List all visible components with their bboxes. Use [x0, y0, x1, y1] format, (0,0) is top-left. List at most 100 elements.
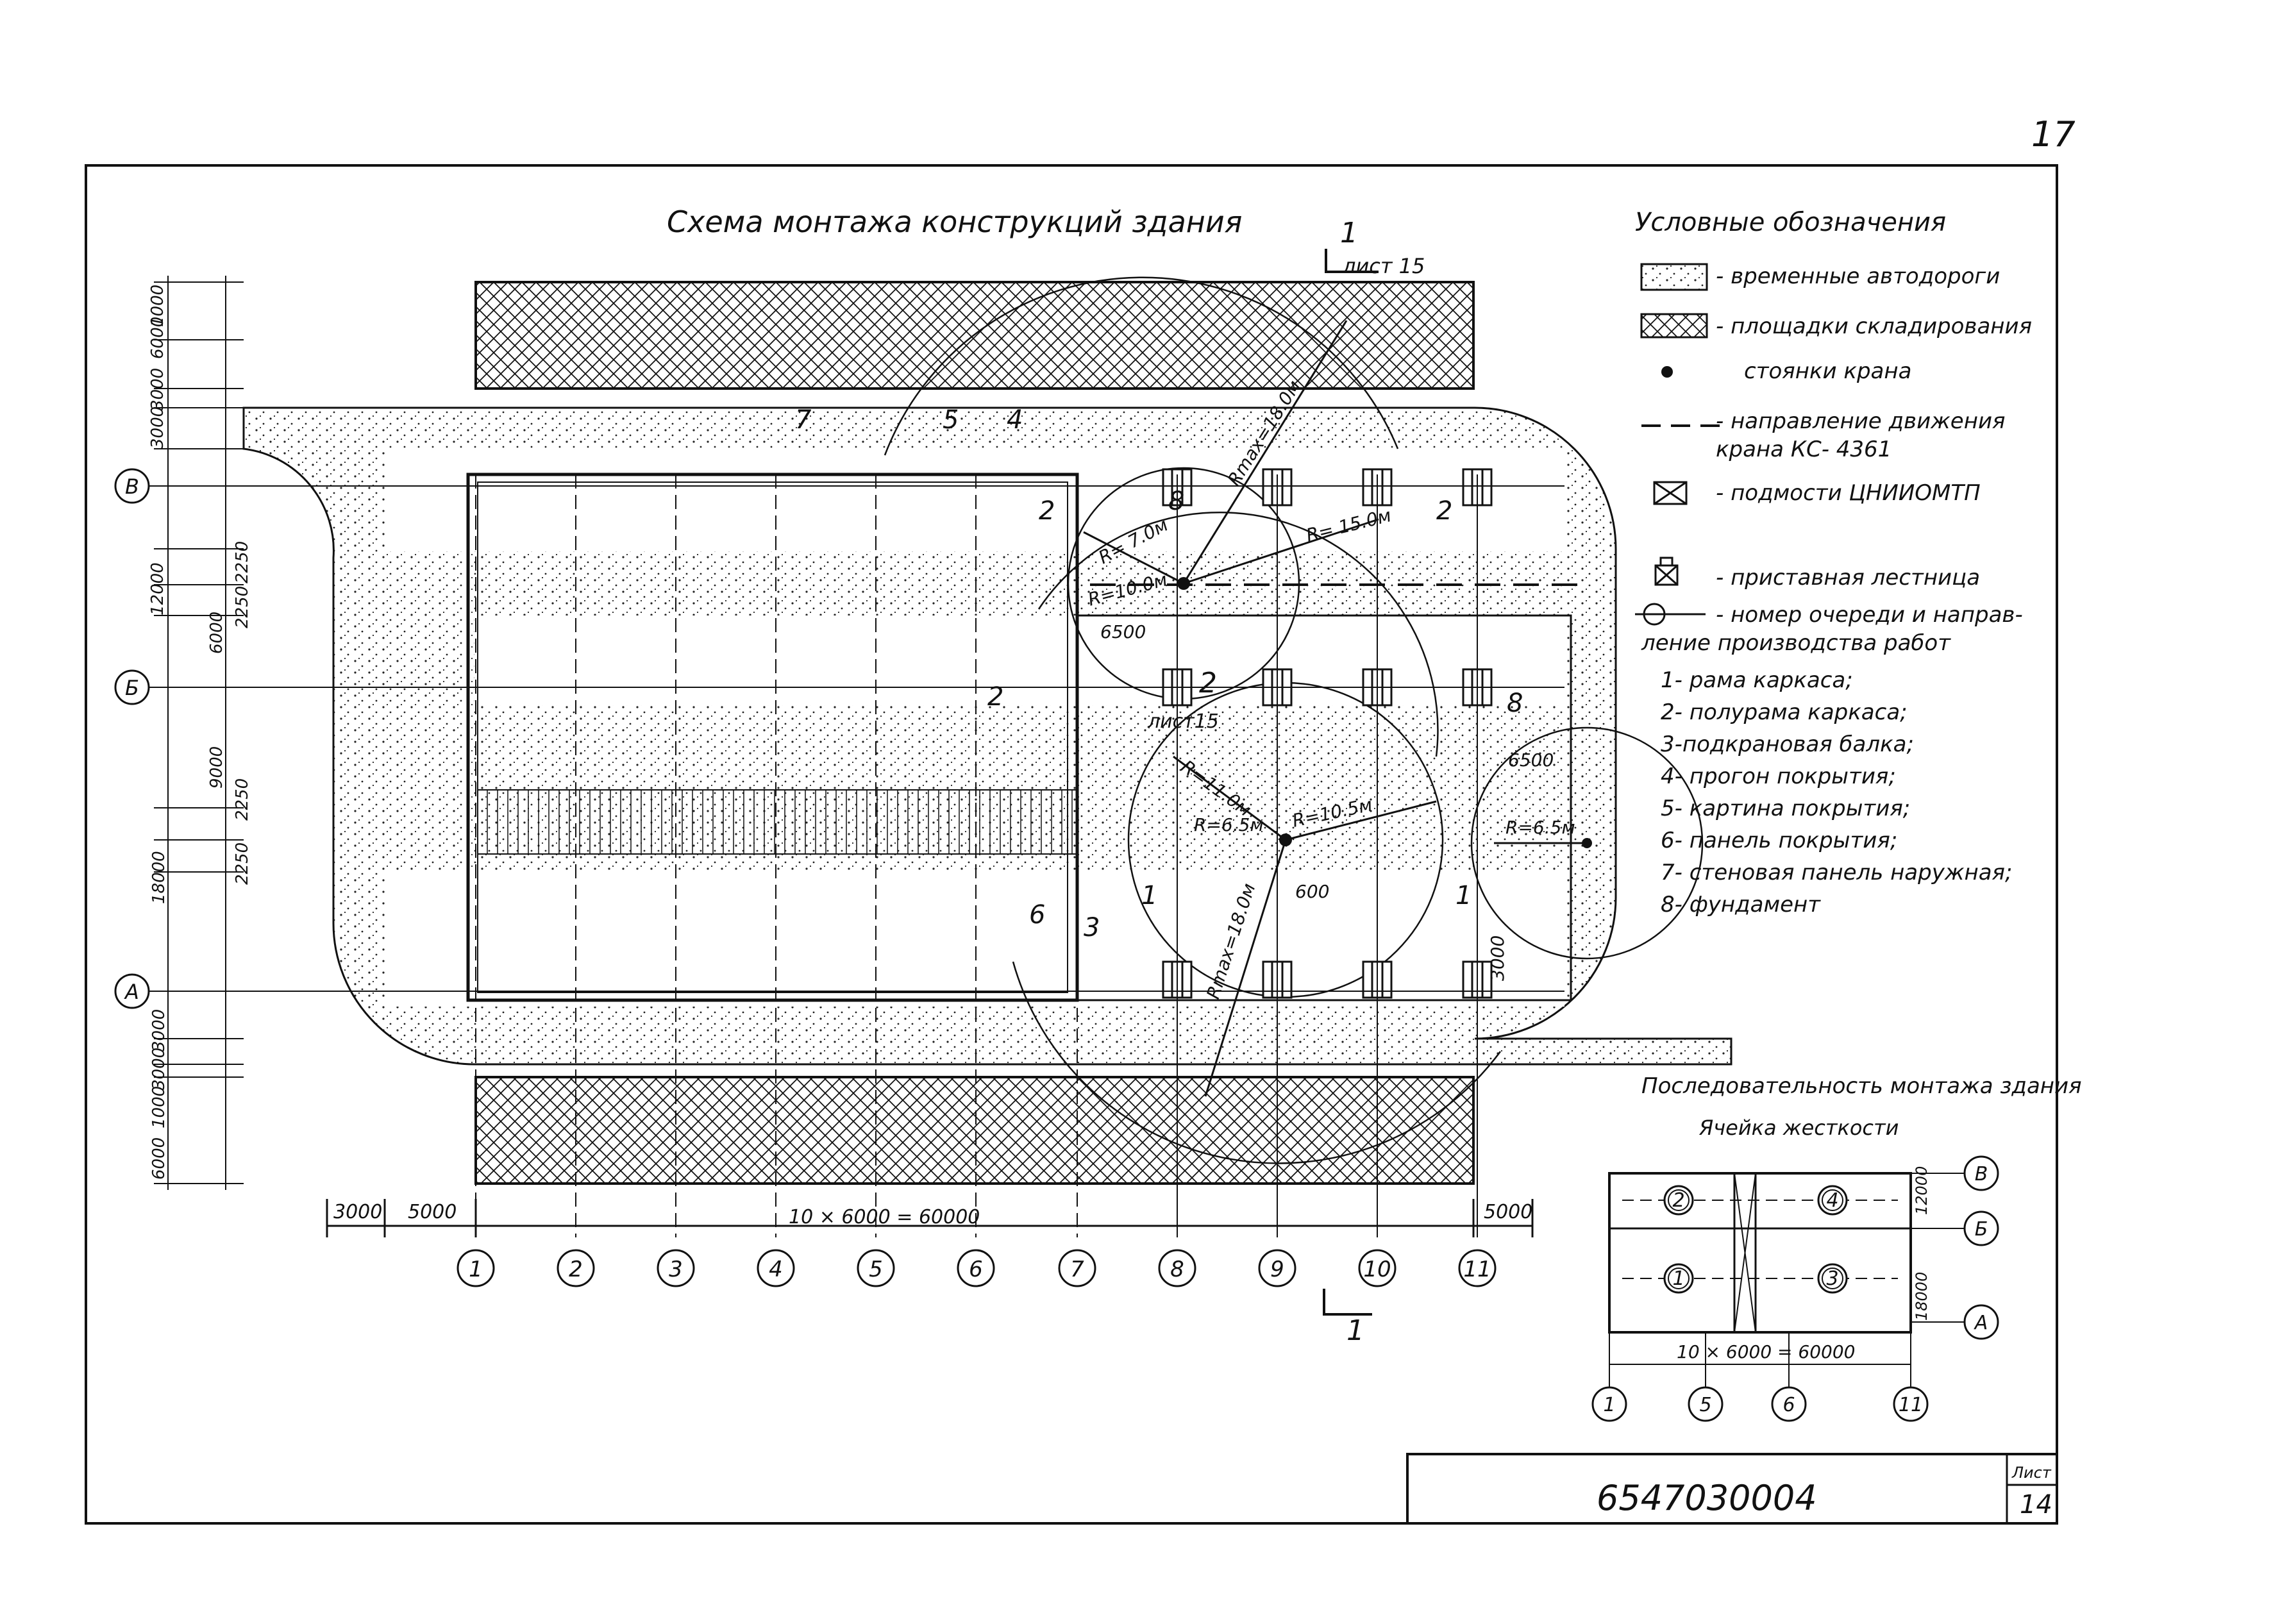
column-axis-bubble — [557, 1249, 595, 1287]
sequence-row-label: Б — [1975, 1218, 1988, 1241]
svg-text:1: 1 — [1141, 881, 1157, 910]
radius-label: R=6.5м — [1506, 817, 1575, 838]
sequence-row-bubble — [1963, 1155, 1999, 1191]
crane-stand-1 — [1177, 577, 1190, 590]
svg-text:5: 5 — [943, 405, 959, 435]
column-axis-label: 8 — [1170, 1257, 1184, 1282]
left-dimension: 6000 — [148, 317, 167, 359]
sequence-col-bubble — [1771, 1386, 1807, 1422]
sequence-diagram: Последовательность монтажа здания Ячейка… — [1591, 1073, 2082, 1422]
legend-numbered-item: 1- рама каркаса; — [1661, 667, 1853, 693]
column-axis-label: 7 — [1070, 1257, 1084, 1282]
column-axis-bubble — [1258, 1249, 1296, 1287]
section-mark-bottom: 1 — [1323, 1289, 1372, 1347]
svg-text:4: 4 — [1007, 405, 1023, 435]
left-dimension: 9000 — [207, 746, 226, 789]
left-dimension: 18000 — [149, 851, 169, 904]
left-dimension: 1000 — [148, 285, 167, 327]
row-axes: В Б А — [114, 468, 1564, 1009]
column-axis-label: 2 — [569, 1257, 583, 1282]
storage-area-top — [474, 281, 1475, 390]
section-mark-top: 1 лист 15 — [1325, 217, 1425, 278]
dim-600: 600 — [1295, 881, 1329, 902]
dim-6500: 6500 — [1100, 621, 1146, 642]
column-axis-bubble — [1458, 1249, 1497, 1287]
legend: Условные обозначения - временные автодор… — [1635, 208, 2032, 917]
svg-text:5000: 5000 — [408, 1201, 457, 1223]
left-dimension: 2250 — [233, 778, 252, 821]
sequence-row-label: А — [1974, 1312, 1988, 1334]
svg-text:7: 7 — [795, 405, 812, 435]
left-dimension: 3000 — [149, 1009, 169, 1051]
column-axis-bubble — [1158, 1249, 1196, 1287]
left-dimension: 6000 — [149, 1137, 169, 1180]
legend-numbered-item: 7- стеновая панель наружная; — [1661, 860, 2012, 885]
legend-label: крана КС- 4361 — [1716, 437, 1891, 462]
stage-number: 1 — [1672, 1268, 1684, 1290]
sequence-col-label: 1 — [1603, 1394, 1615, 1416]
column-axis-label: 9 — [1270, 1257, 1284, 1282]
dim-3000: 3000 — [1487, 935, 1508, 981]
legend-label: - приставная лестница — [1716, 565, 1980, 590]
sequence-col-label: 5 — [1699, 1394, 1711, 1416]
element-callouts: 7 5 4 2 2 8 2 8 6 3 1 1 — [795, 405, 1523, 942]
left-dimension: 3000 — [148, 368, 167, 410]
svg-text:12000: 12000 — [1913, 1166, 1931, 1215]
stage-number: 3 — [1826, 1268, 1838, 1290]
column-axis-bubble — [457, 1249, 495, 1287]
section-mark-2: 2 лист15 — [1147, 667, 1219, 733]
sequence-row-bubble — [1963, 1304, 1999, 1340]
column-axis-label: 4 — [769, 1257, 783, 1282]
legend-road-icon — [1640, 263, 1708, 291]
svg-text:18000: 18000 — [1913, 1272, 1931, 1321]
sheet-frame — [85, 164, 2058, 1525]
row-axis-label: А — [124, 980, 139, 1004]
column-axis-label: 11 — [1463, 1257, 1491, 1282]
legend-ladder-icon — [1654, 557, 1679, 586]
svg-text:5000: 5000 — [1484, 1201, 1532, 1223]
left-dimension: 6000 — [207, 612, 226, 654]
left-dimension: 1000 — [149, 1086, 169, 1128]
svg-text:8: 8 — [1507, 689, 1523, 718]
left-dimension: 2250 — [233, 586, 252, 628]
column-axis-bubble — [657, 1249, 695, 1287]
legend-crane-dot-icon — [1661, 366, 1673, 378]
legend-numbered-item: 3-подкрановая балка; — [1661, 732, 1914, 757]
legend-label: - номер очереди и направ- — [1716, 602, 2023, 628]
bottom-dimension-chain: 3000 5000 10 × 6000 = 60000 5000 — [326, 1199, 1534, 1237]
column-axis-bubble — [1358, 1249, 1397, 1287]
radius-label: R=6.5м — [1194, 814, 1264, 835]
sequence-col-label: 6 — [1782, 1394, 1795, 1416]
crane-stand-3 — [1582, 838, 1592, 848]
svg-text:8: 8 — [1168, 487, 1184, 516]
row-axis-label: В — [125, 474, 139, 499]
legend-label: ление производства работ — [1641, 630, 1951, 656]
row-axis-bubble — [114, 468, 150, 504]
column-axis-label: 10 — [1363, 1257, 1391, 1282]
dim-6500: 6500 — [1508, 749, 1554, 771]
column-axis-label: 3 — [669, 1257, 683, 1282]
radius-lines — [1083, 320, 1587, 1097]
svg-text:1: 1 — [1455, 881, 1472, 910]
row-axis-label: Б — [125, 676, 139, 700]
svg-text:2: 2 — [987, 682, 1003, 712]
sequence-col-bubble — [1688, 1386, 1724, 1422]
legend-numbered-item: 6- панель покрытия; — [1661, 828, 1897, 853]
list-number: 14 — [2020, 1490, 2052, 1519]
legend-numbered-item: 8- фундамент — [1661, 892, 1821, 917]
sequence-col-label: 11 — [1899, 1394, 1923, 1416]
left-dimension: 3000 — [149, 1048, 169, 1090]
legend-storage-icon — [1640, 313, 1708, 339]
title-block: 6547030004 Лист 14 — [1406, 1453, 2058, 1525]
sequence-title: Последовательность монтажа здания — [1641, 1073, 2082, 1099]
storage-area-bottom — [474, 1076, 1475, 1185]
left-dimension: 2250 — [233, 541, 252, 583]
left-dimension: 2250 — [233, 842, 252, 885]
crane-stand-2 — [1279, 833, 1292, 846]
page-number: 17 — [2031, 114, 2076, 155]
left-dimension: 12000 — [148, 562, 167, 615]
legend-numbered-item: 2- полурама каркаса; — [1661, 699, 1908, 725]
legend-numbered-item: 5- картина покрытия; — [1661, 796, 1910, 821]
column-axis-label: 5 — [869, 1257, 883, 1282]
